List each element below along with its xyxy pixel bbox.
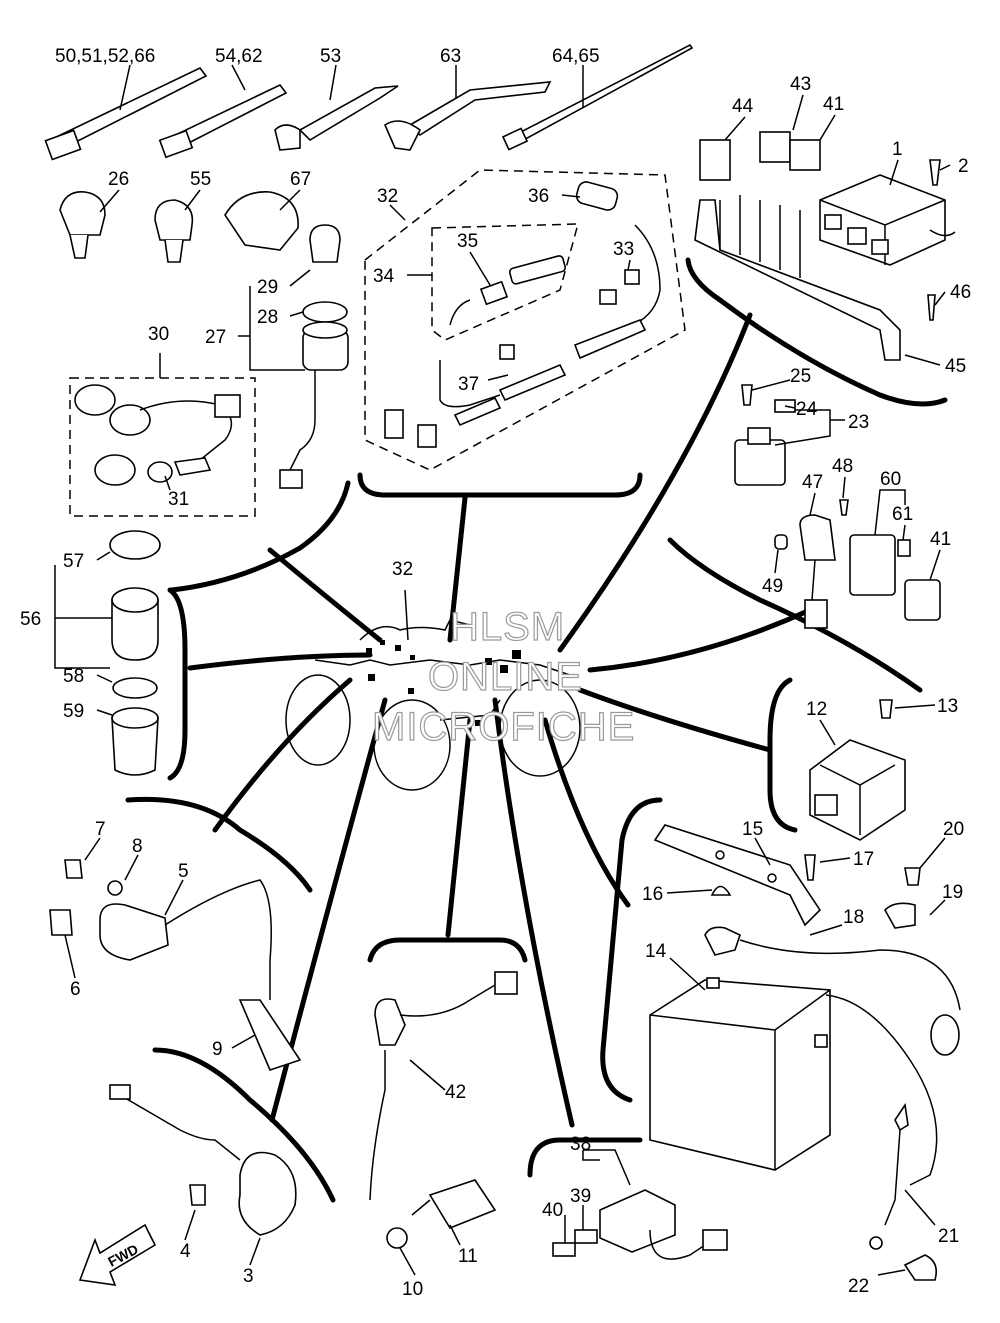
callout-4: 4 [180,1241,191,1262]
cable-ties [44,43,694,161]
callout-30: 30 [148,324,169,345]
callout-39: 39 [570,1186,591,1207]
callout-67: 67 [290,169,311,190]
battery-cables-group [704,867,961,1281]
callout-11: 11 [458,1246,478,1267]
callout-22: 22 [848,1276,869,1297]
callout-labels: 50,51,52,66 54,62 53 63 64,65 44 43 41 1… [20,46,971,1300]
callout-60: 60 [880,469,901,490]
callout-64-65: 64,65 [552,46,600,67]
callout-5: 5 [178,861,189,882]
callout-32: 32 [377,186,398,207]
callout-25: 25 [790,366,811,387]
callout-43: 43 [790,74,811,95]
callout-2: 2 [958,156,969,177]
starter-relay-group [734,384,796,486]
callout-57: 57 [63,551,84,572]
main-switch-group [279,224,349,489]
neutral-switch-group [369,971,518,1201]
callout-13: 13 [937,696,958,717]
dc-socket-group [109,530,161,776]
callout-41: 41 [823,94,844,115]
callout-32b: 32 [392,559,413,580]
lamp-socket-group [69,377,256,517]
group-brackets [125,257,948,1203]
callout-35: 35 [457,231,478,252]
callout-14: 14 [645,941,667,962]
callout-6: 6 [70,979,81,1000]
callout-48: 48 [832,456,853,477]
forward-arrow: FWD [78,1223,157,1286]
callout-40: 40 [542,1200,563,1221]
callout-59: 59 [63,701,84,722]
brake-switch-group [386,1179,497,1249]
callout-3: 3 [243,1266,254,1287]
callout-34: 34 [373,266,395,287]
callout-8: 8 [132,836,143,857]
callout-21: 21 [938,1226,959,1247]
watermark-line-1: HLSM [450,605,565,649]
callout-1: 1 [892,139,903,160]
callout-37: 37 [458,374,479,395]
fuse-box-group [552,1189,728,1260]
sensor-group [109,1084,297,1236]
callout-9: 9 [212,1039,223,1060]
callout-54-62: 54,62 [215,46,263,67]
callout-23: 23 [848,412,869,433]
battery-group [649,824,831,1171]
ignition-coil-group [49,859,302,1071]
callout-38: 38 [570,1134,591,1155]
callout-31: 31 [168,489,189,510]
callout-46: 46 [950,282,971,303]
callout-55: 55 [190,169,211,190]
callout-24: 24 [796,399,818,420]
watermark-line-2: ONLINE [428,655,583,699]
watermark: HLSM ONLINE MICROFICHE [371,604,635,749]
callout-42: 42 [445,1082,466,1103]
callout-45: 45 [945,356,966,377]
callout-20: 20 [943,819,964,840]
watermark-line-3: MICROFICHE [372,705,635,749]
callout-7: 7 [95,819,106,840]
clamps [59,191,299,263]
callout-18: 18 [843,907,864,928]
wire-harness-group [364,169,686,471]
callout-56: 56 [20,609,41,630]
callout-63: 63 [440,46,461,67]
callout-26: 26 [108,169,129,190]
callout-15: 15 [742,819,763,840]
callout-49: 49 [762,576,783,597]
callout-50-51-52-66: 50,51,52,66 [55,46,155,67]
callout-44: 44 [732,96,754,117]
callout-47: 47 [802,472,823,493]
callout-53: 53 [320,46,341,67]
callout-33: 33 [613,239,634,260]
callout-61: 61 [892,504,913,525]
rectifier-group [809,699,906,841]
leader-lines [54,64,951,1276]
callout-12: 12 [806,699,827,720]
vehicle-outline [285,619,581,791]
ecu-group [694,131,956,361]
callout-16: 16 [642,884,663,905]
callout-27: 27 [205,327,226,348]
callout-28: 28 [257,307,278,328]
relays-group [774,499,941,629]
callout-41b: 41 [930,529,951,550]
callout-36: 36 [528,186,549,207]
callout-29: 29 [257,277,278,298]
callout-19: 19 [942,882,963,903]
callout-17: 17 [853,849,874,870]
callout-58: 58 [63,666,84,687]
callout-10: 10 [402,1279,423,1300]
